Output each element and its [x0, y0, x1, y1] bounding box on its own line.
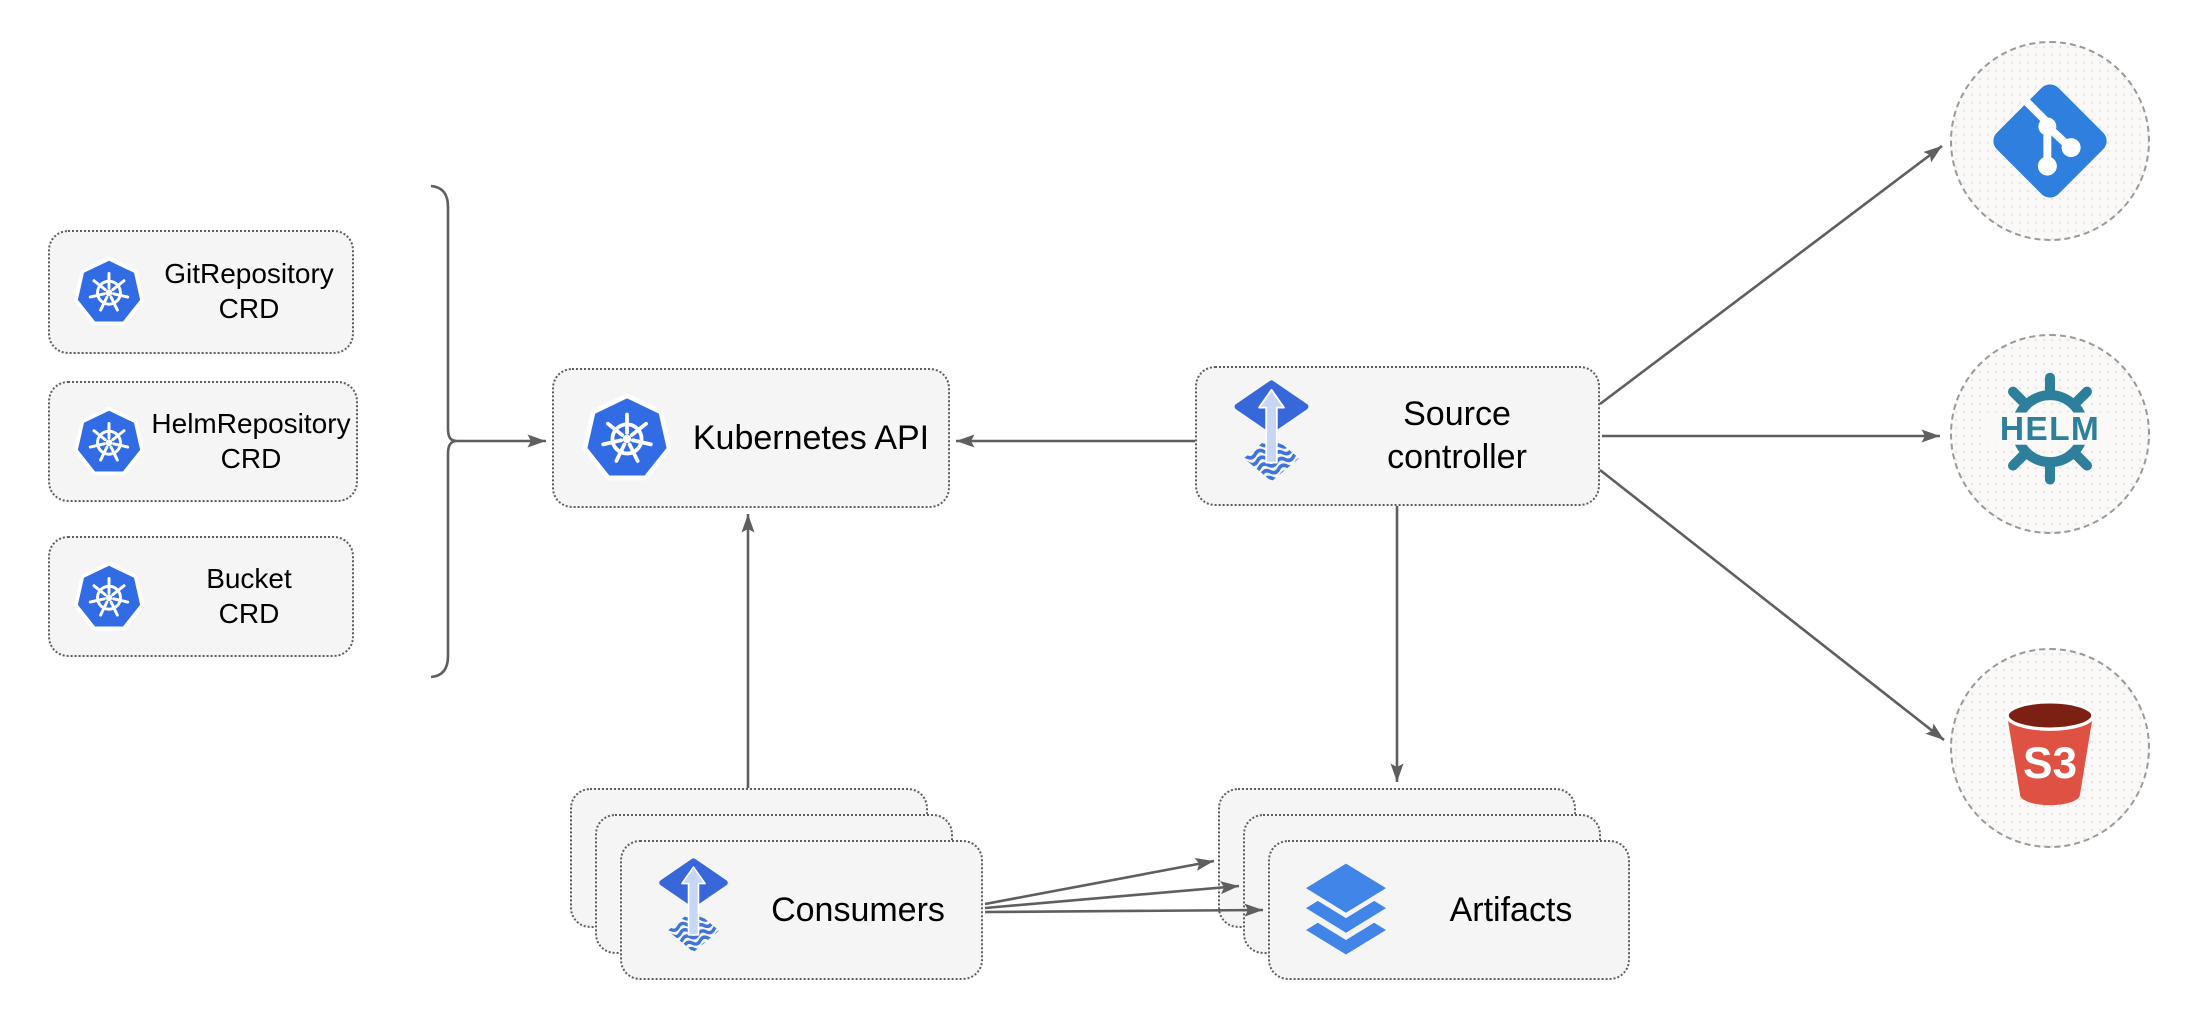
crd-group-bracket: [430, 184, 458, 679]
kubernetes-icon: [72, 405, 146, 479]
arrow-consumers-to-artifacts-2: [984, 881, 1240, 910]
gitrepository-crd-label: GitRepository CRD: [146, 257, 352, 326]
consumers-node: Consumers: [620, 840, 983, 980]
helmrepository-crd-line2: CRD: [220, 442, 282, 474]
gitrepository-crd-line1: GitRepository: [164, 258, 334, 290]
gitrepository-crd-node: GitRepository CRD: [48, 230, 354, 354]
source-controller-label: Source controller: [1316, 393, 1598, 479]
bucket-crd-label: Bucket CRD: [146, 562, 352, 631]
arrow-source-controller-to-s3: [1599, 468, 1945, 742]
s3-logo-text: S3: [2023, 739, 2077, 788]
kubernetes-api-node: Kubernetes API: [552, 368, 950, 508]
helm-logo-text: HELM: [2000, 411, 2100, 448]
kubernetes-icon: [72, 255, 146, 329]
helm-icon: HELM: [1985, 372, 2115, 485]
arrow-consumers-to-artifacts-1: [984, 858, 1215, 906]
artifacts-label: Artifacts: [1449, 890, 1573, 929]
gitrepository-crd-line2: CRD: [218, 293, 280, 324]
source-controller-node: Source controller: [1195, 366, 1600, 506]
git-icon: [1993, 84, 2107, 198]
flux-icon: [1227, 380, 1316, 492]
bucket-crd-line2: CRD: [218, 597, 280, 629]
consumers-label: Consumers: [771, 890, 945, 929]
kubernetes-api-label: Kubernetes API: [692, 418, 930, 457]
kubernetes-icon: [72, 560, 146, 634]
source-controller-line1: Source: [1403, 395, 1511, 434]
arrow-source-controller-to-git: [1599, 144, 1943, 406]
flux-icon: [652, 858, 735, 962]
layers-icon: [1298, 860, 1394, 960]
artifacts-node: Artifacts: [1268, 840, 1630, 980]
bucket-crd-node: Bucket CRD: [48, 536, 354, 657]
kubernetes-icon: [580, 391, 674, 485]
bucket-crd-line1: Bucket: [206, 562, 292, 594]
source-controller-line2: controller: [1387, 438, 1527, 476]
helm-repository-circle: HELM: [1950, 334, 2150, 534]
helmrepository-crd-label: HelmRepository CRD: [146, 407, 356, 476]
s3-bucket-circle: S3: [1950, 648, 2150, 848]
helmrepository-crd-line1: HelmRepository: [151, 407, 351, 439]
s3-icon: S3: [2005, 700, 2095, 806]
git-repository-circle: [1950, 41, 2150, 241]
helmrepository-crd-node: HelmRepository CRD: [48, 381, 358, 502]
